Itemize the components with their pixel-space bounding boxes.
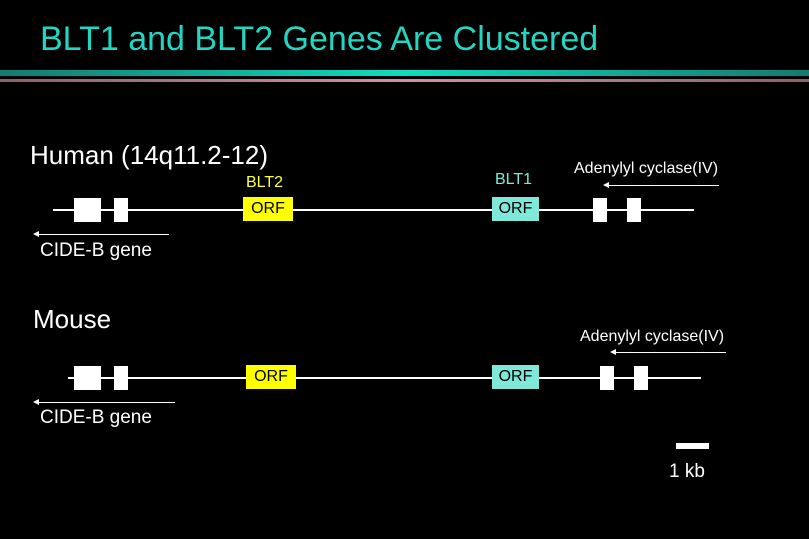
scale-bar <box>676 443 709 449</box>
exon <box>114 198 128 222</box>
scale-label: 1 kb <box>669 461 705 482</box>
adenylyl-arrow <box>610 349 726 355</box>
exon <box>600 366 614 390</box>
exon <box>593 198 607 222</box>
blt1-orf: ORF <box>492 365 539 389</box>
human-gene-line <box>53 209 694 211</box>
adenylyl-label: Adenylyl cyclase(IV) <box>574 160 719 177</box>
divider-pink <box>0 79 809 82</box>
slide-title: BLT1 and BLT2 Genes Are Clustered <box>40 20 599 58</box>
adenylyl-label: Adenylyl cyclase(IV) <box>580 328 725 345</box>
cide-arrow <box>33 231 169 237</box>
mouse-gene-line <box>68 377 701 379</box>
divider-teal <box>0 70 809 76</box>
cide-label: CIDE-B gene <box>40 240 152 261</box>
blt1-label: BLT1 <box>495 171 533 188</box>
exon <box>634 366 648 390</box>
mouse-label: Mouse <box>33 304 112 334</box>
human-label: Human (14q11.2-12) <box>30 140 268 170</box>
exon <box>627 198 641 222</box>
blt2-orf: ORF <box>243 197 293 221</box>
exon <box>74 366 101 390</box>
adenylyl-arrow <box>603 182 719 188</box>
blt2-label: BLT2 <box>246 174 284 191</box>
cide-arrow <box>33 399 175 405</box>
blt1-orf: ORF <box>492 197 539 221</box>
cide-label: CIDE-B gene <box>40 407 152 428</box>
exon <box>114 366 128 390</box>
blt2-orf: ORF <box>246 365 296 389</box>
exon <box>74 198 101 222</box>
